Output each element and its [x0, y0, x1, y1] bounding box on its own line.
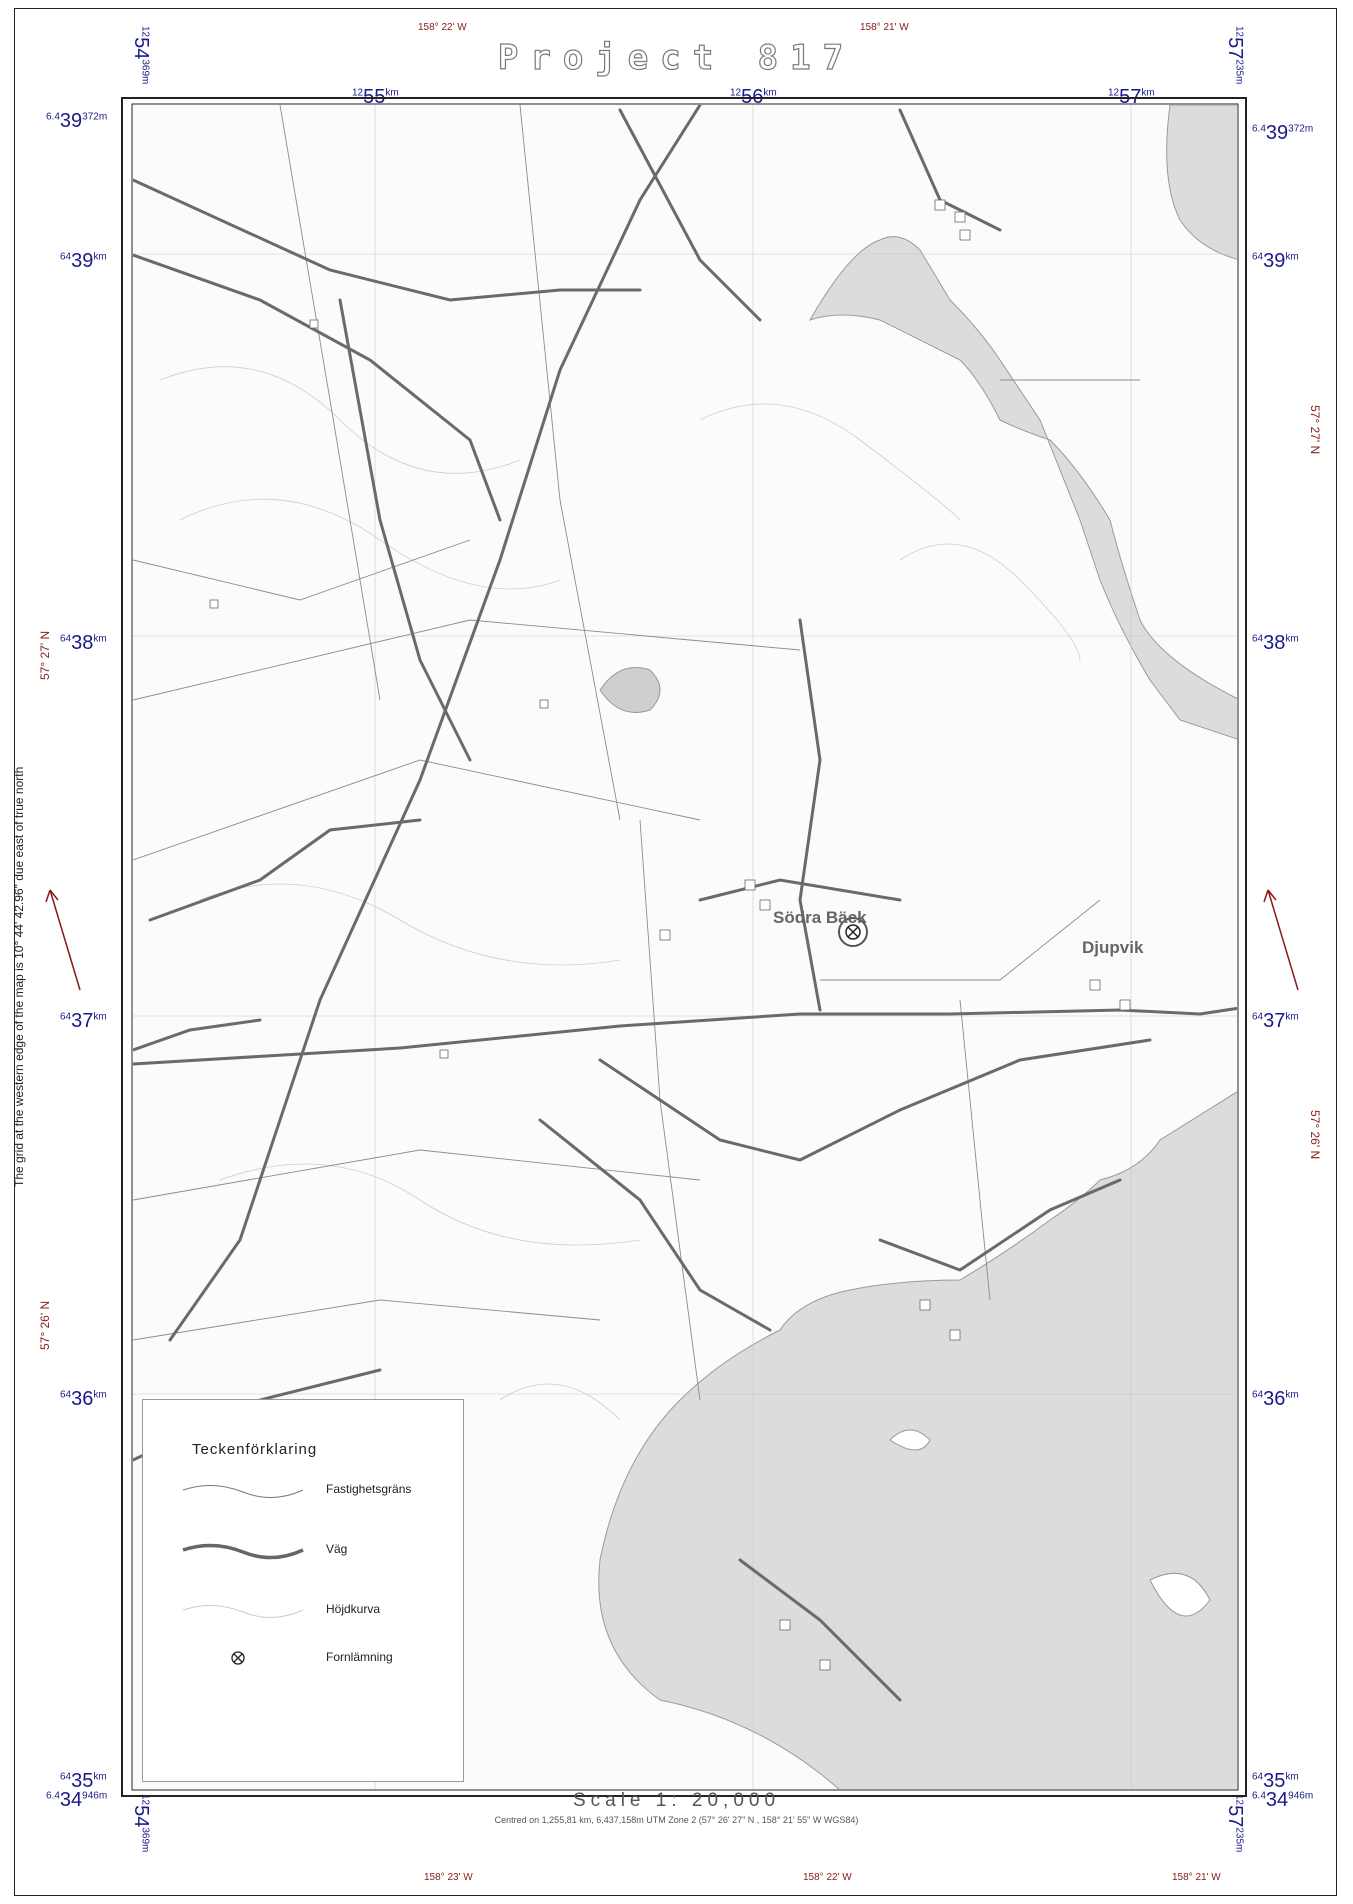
grid-north-arrow-icon [1263, 889, 1299, 991]
collar-border [14, 8, 1337, 1896]
sea-water [598, 236, 1237, 1789]
top-geo-label: 158° 21' W [860, 22, 909, 33]
place-label: Södra Bäck [773, 908, 867, 927]
legend-symbol-thick-line [182, 1543, 304, 1560]
legend-title: Teckenförklaring [192, 1441, 318, 1458]
neatline-inner [131, 103, 1239, 1791]
northing-label: 6437km [1252, 1010, 1299, 1032]
northing-label: 6436km [1252, 1388, 1299, 1410]
legend-item-label: Fastighetsgräns [326, 1482, 412, 1496]
northing-label: 6439km [60, 250, 107, 272]
neatline-outer [121, 97, 1247, 1797]
northing-label: 6439km [1252, 250, 1299, 272]
main-road [133, 1006, 1237, 1066]
northing-label: 6437km [60, 1010, 107, 1032]
grid-north-arrow-icon [45, 889, 81, 991]
legend-monument-icon [231, 1651, 245, 1665]
northing-label: 6.434946m [1252, 1789, 1314, 1811]
northing-label: 6436km [60, 1388, 107, 1410]
bottom-geo-label: 158° 22' W [803, 1872, 852, 1883]
legend-symbol-thin-line [182, 1485, 304, 1498]
northing-label: 6435km [1252, 1770, 1299, 1792]
northing-label: 6.439372m [1252, 122, 1314, 144]
center-text: Centred on 1,255,81 km, 6,437,158m UTM Z… [494, 1815, 859, 1825]
legend: Teckenförklaring Fastighetsgräns Väg Höj… [142, 1399, 464, 1782]
legend-symbol-faint-line [182, 1605, 304, 1618]
lake-top-right [1166, 105, 1237, 260]
northing-label: 6435km [60, 1770, 107, 1792]
legend-item-label: Fornlämning [326, 1650, 393, 1664]
scale-text: Scale 1: 20,000 [572, 1790, 781, 1811]
northing-label: 6.434946m [46, 1789, 108, 1811]
northing-label: 6438km [1252, 632, 1299, 654]
northing-label: 6.439372m [46, 110, 108, 132]
monument-marker [838, 917, 868, 947]
small-pond [599, 667, 661, 713]
bottom-geo-label: 158° 21' W [1172, 1872, 1221, 1883]
top-geo-label: 158° 22' W [418, 22, 467, 33]
map-title: Project 817 [497, 37, 856, 78]
bottom-geo-label: 158° 23' W [424, 1872, 473, 1883]
legend-item-label: Höjdkurva [326, 1602, 381, 1616]
legend-item-label: Väg [326, 1542, 348, 1556]
place-label: Djupvik [1082, 938, 1144, 957]
northing-label: 6438km [60, 632, 107, 654]
legend-symbols [182, 1485, 304, 1665]
